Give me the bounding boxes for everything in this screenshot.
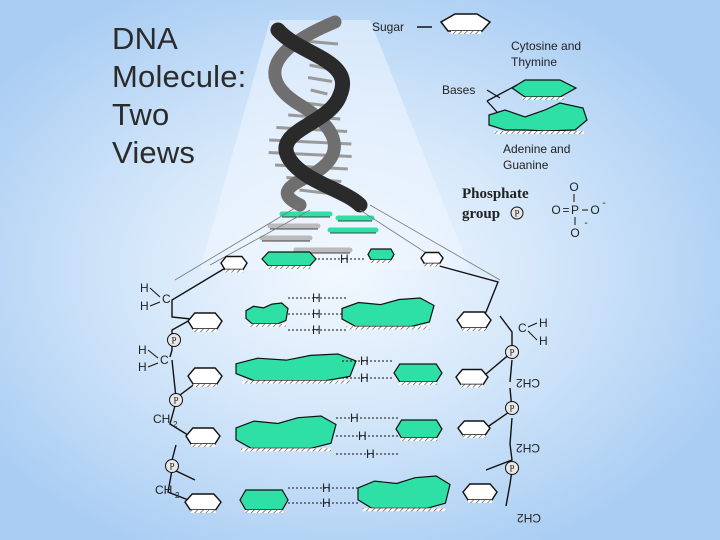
ladder-phosphates: P P P P P P <box>165 333 519 475</box>
svg-text:P: P <box>571 203 579 217</box>
sugar-pentagon <box>420 251 444 267</box>
title-line: Molecule: <box>112 59 247 94</box>
hydrogen-atom-label: H <box>360 371 369 385</box>
hydrogen-atom-label: H <box>360 354 369 368</box>
sugar-pentagon <box>220 255 248 273</box>
purine-label-line1: Adenine and <box>503 142 570 156</box>
svg-text:O: O <box>570 226 579 240</box>
purine-base <box>341 297 435 330</box>
hydrogen-atom-label: H <box>322 496 331 510</box>
sugar-label: Sugar <box>372 20 404 34</box>
helix-bottom-segments <box>259 211 379 254</box>
phosphate-label-line2: group <box>462 206 500 222</box>
helix-strand-front <box>270 22 368 213</box>
svg-text:CH: CH <box>155 483 172 497</box>
purine-base <box>245 302 289 327</box>
svg-text:=: = <box>562 203 569 217</box>
hydrogen-atom-label: H <box>350 411 359 425</box>
purine-base <box>357 475 451 512</box>
pyrimidine-legend-shape <box>510 79 578 98</box>
svg-text:H: H <box>539 316 548 330</box>
sugar-pentagon <box>457 420 491 438</box>
svg-text:CH2: CH2 <box>516 376 540 390</box>
svg-text:H: H <box>138 360 147 374</box>
pyrimidine-base <box>393 363 443 385</box>
hydrogen-atom-label: H <box>312 307 321 321</box>
svg-text:-: - <box>584 218 587 229</box>
phosphate-circle-icon: P <box>505 461 519 475</box>
pyrimidine-base <box>367 248 395 263</box>
hydrogen-atom-label: H <box>358 429 367 443</box>
purine-base <box>235 415 337 452</box>
phosphate-letter: P <box>171 336 176 346</box>
hydrogen-atom-label: H <box>322 481 331 495</box>
phosphate-structure: O O = P O - O - <box>551 180 605 240</box>
pyrimidine-base <box>239 489 289 513</box>
legend: Sugar Cytosine and Thymine Bases Adenine… <box>372 13 606 240</box>
slide-title: DNA Molecule: Two Views <box>112 20 272 172</box>
phosphate-letter: P <box>173 396 178 406</box>
phosphate-letter: P <box>509 348 514 358</box>
phosphate-symbol-letter: P <box>514 209 519 219</box>
svg-text:CH: CH <box>153 412 170 426</box>
svg-text:H: H <box>539 334 548 348</box>
hydrogen-atom-label: H <box>312 291 321 305</box>
phosphate-circle-icon: P <box>167 333 181 347</box>
svg-text:H: H <box>138 343 147 357</box>
pyrimidine-base <box>395 419 443 441</box>
phosphate-label-line1: Phosphate <box>462 186 529 202</box>
svg-text:H: H <box>140 299 149 313</box>
svg-text:O: O <box>551 203 560 217</box>
svg-text:2: 2 <box>173 420 178 429</box>
sugar-pentagon <box>456 311 492 331</box>
phosphate-circle-icon: P <box>165 459 179 473</box>
ladder-atom-labels: H H C H H C CH 2 CH 2 C H H CH2 CH2 CH2 <box>138 281 548 525</box>
hydrogen-atom-label: H <box>312 323 321 337</box>
svg-text:O: O <box>569 180 578 194</box>
sugar-pentagon <box>455 368 489 388</box>
double-helix <box>200 15 470 270</box>
phosphate-circle-icon: P <box>169 393 183 407</box>
title-line: Two <box>112 97 170 132</box>
svg-text:-: - <box>602 198 605 209</box>
phosphate-circle-icon: P <box>505 345 519 359</box>
title-line: DNA <box>112 21 179 56</box>
hydrogen-atom-label: H <box>366 447 375 461</box>
svg-text:O: O <box>590 203 599 217</box>
svg-text:2: 2 <box>175 491 180 500</box>
phosphate-circle-icon: P <box>505 401 519 415</box>
sugar-pentagon <box>462 483 498 503</box>
pyrimidine-label-line1: Cytosine and <box>511 39 581 53</box>
sugar-pentagon <box>185 427 221 447</box>
phosphate-letter: P <box>509 404 514 414</box>
sugar-pentagon <box>187 367 223 387</box>
svg-text:C: C <box>160 353 169 367</box>
hydrogen-atom-label: H <box>340 252 349 266</box>
purine-base <box>235 353 357 384</box>
helix-strand-back <box>268 15 342 212</box>
sugar-pentagon <box>187 312 223 332</box>
sugar-legend-shape <box>439 13 492 32</box>
bases-label: Bases <box>442 83 475 97</box>
svg-text:CH2: CH2 <box>517 511 541 525</box>
svg-text:CH2: CH2 <box>516 441 540 455</box>
purine-label-line2: Guanine <box>503 158 549 172</box>
svg-text:H: H <box>140 281 149 295</box>
pyrimidine-label-line2: Thymine <box>511 55 557 69</box>
svg-text:C: C <box>162 292 171 306</box>
helix-rung <box>310 88 328 96</box>
purine-legend-shape <box>488 102 588 132</box>
svg-text:C: C <box>518 321 527 335</box>
helix-rung <box>307 76 333 83</box>
pyrimidine-base <box>261 251 317 269</box>
title-line: Views <box>112 135 196 170</box>
phosphate-symbol-icon <box>510 206 524 220</box>
sugar-pentagon <box>184 493 222 513</box>
phosphate-letter: P <box>509 464 514 474</box>
phosphate-letter: P <box>169 462 174 472</box>
